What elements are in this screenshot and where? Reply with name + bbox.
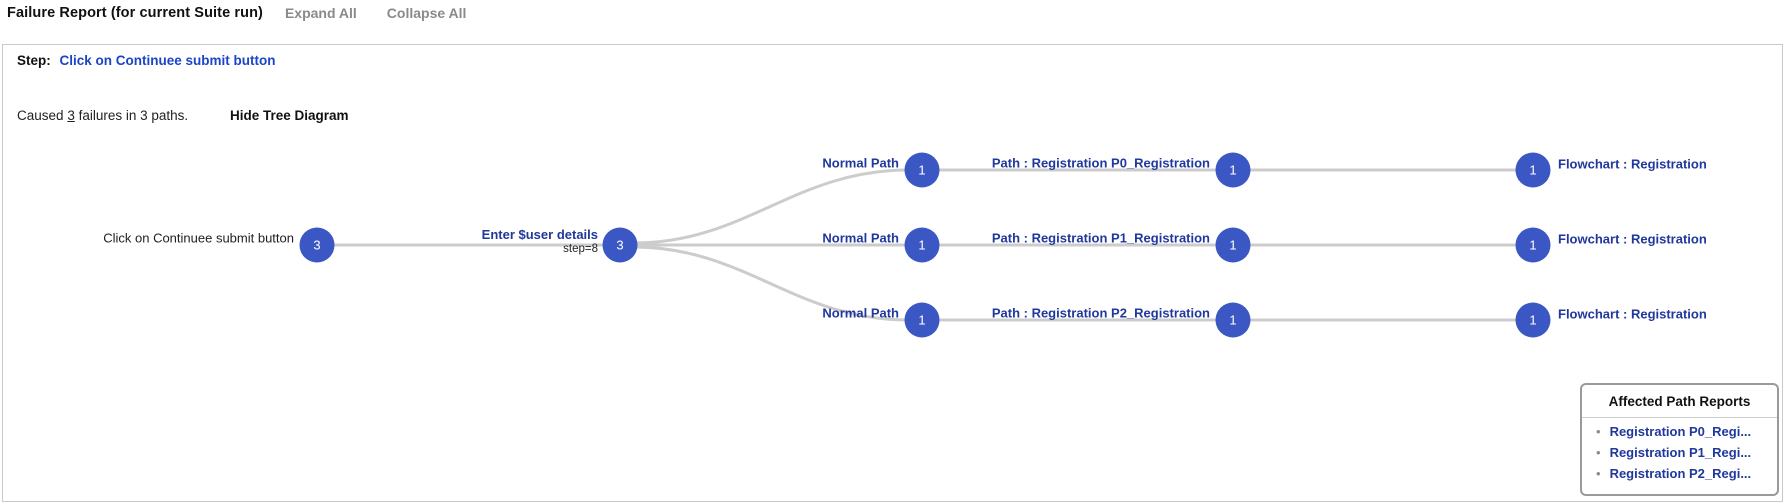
page-title: Failure Report (for current Suite run)	[7, 5, 263, 21]
normal-path-count-node[interactable]: 1	[904, 227, 940, 263]
flowchart-link[interactable]: Flowchart : Registration	[1558, 306, 1707, 322]
caused-suffix: failures in 3 paths.	[78, 108, 189, 123]
affected-panel-title: Affected Path Reports	[1582, 385, 1777, 418]
normal-path-link[interactable]: Normal Path	[822, 305, 899, 321]
hide-tree-diagram-button[interactable]: Hide Tree Diagram	[230, 108, 349, 123]
path-link[interactable]: Path : Registration P2_Registration	[991, 305, 1210, 321]
list-item: • Registration P0_Regi...	[1596, 424, 1771, 439]
normal-path-count-node[interactable]: 1	[904, 302, 940, 338]
flowchart-count-node[interactable]: 1	[1515, 227, 1551, 263]
affected-path-reports-panel: Affected Path Reports • Registration P0_…	[1580, 383, 1779, 496]
step-link[interactable]: Click on Continuee submit button	[59, 53, 276, 68]
toolbar: Failure Report (for current Suite run) E…	[7, 5, 496, 21]
normal-path-link[interactable]: Normal Path	[822, 155, 899, 171]
affected-report-link[interactable]: Registration P0_Regi...	[1609, 424, 1752, 439]
step-line: Step: Click on Continuee submit button	[17, 53, 276, 68]
bullet-icon: •	[1596, 466, 1601, 481]
root-step-label: Click on Continuee submit button	[103, 230, 294, 246]
caused-prefix: Caused	[17, 108, 64, 123]
flowchart-link[interactable]: Flowchart : Registration	[1558, 231, 1707, 247]
flowchart-link[interactable]: Flowchart : Registration	[1558, 156, 1707, 172]
step-node-sublabel: step=8	[563, 243, 598, 255]
caused-summary: Caused 3 failures in 3 paths.	[17, 108, 188, 123]
failure-count-link[interactable]: 3	[67, 108, 75, 123]
affected-report-link[interactable]: Registration P1_Regi...	[1609, 445, 1752, 460]
step-node-count[interactable]: 3	[602, 227, 638, 263]
path-link[interactable]: Path : Registration P1_Registration	[991, 230, 1210, 246]
flowchart-count-node[interactable]: 1	[1515, 152, 1551, 188]
list-item: • Registration P1_Regi...	[1596, 445, 1771, 460]
path-link[interactable]: Path : Registration P0_Registration	[991, 155, 1210, 171]
normal-path-link[interactable]: Normal Path	[822, 230, 899, 246]
affected-report-list: • Registration P0_Regi... • Registration…	[1582, 424, 1777, 481]
normal-path-count-node[interactable]: 1	[904, 152, 940, 188]
flowchart-count-node[interactable]: 1	[1515, 302, 1551, 338]
collapse-all-button[interactable]: Collapse All	[386, 5, 467, 21]
affected-report-link[interactable]: Registration P2_Regi...	[1609, 466, 1752, 481]
list-item: • Registration P2_Regi...	[1596, 466, 1771, 481]
bullet-icon: •	[1596, 445, 1601, 460]
bullet-icon: •	[1596, 424, 1601, 439]
path-count-node[interactable]: 1	[1215, 152, 1251, 188]
step-node: Enter $user details step=8	[482, 227, 598, 255]
step-label: Step:	[17, 53, 51, 68]
expand-all-button[interactable]: Expand All	[284, 5, 357, 21]
path-count-node[interactable]: 1	[1215, 302, 1251, 338]
path-count-node[interactable]: 1	[1215, 227, 1251, 263]
root-step-count-node[interactable]: 3	[299, 227, 335, 263]
step-node-link[interactable]: Enter $user details	[481, 227, 598, 242]
